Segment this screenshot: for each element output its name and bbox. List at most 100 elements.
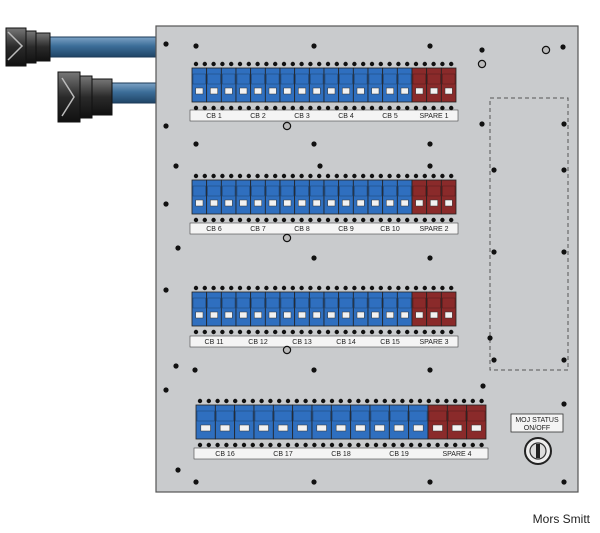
- breaker-pole[interactable]: [294, 179, 310, 215]
- breaker-pole[interactable]: [292, 404, 313, 440]
- breaker-pole[interactable]: [367, 67, 384, 103]
- panel-screw: [163, 41, 169, 47]
- breaker-pole[interactable]: [191, 291, 208, 327]
- breaker-pole[interactable]: [214, 404, 236, 440]
- breaker-pole[interactable]: [250, 179, 266, 215]
- label-strip: [189, 222, 459, 235]
- rail-screw: [285, 398, 291, 404]
- panel-screw: [175, 467, 181, 473]
- rail-screw: [290, 217, 295, 223]
- rail-screw: [382, 442, 387, 448]
- spare-breaker-pole[interactable]: [426, 179, 442, 215]
- breaker-pole[interactable]: [250, 291, 266, 327]
- rail-screw: [250, 398, 255, 404]
- breaker-pole[interactable]: [408, 404, 429, 440]
- rail-screw: [352, 105, 357, 111]
- breaker-pole[interactable]: [323, 67, 340, 103]
- breaker-pole[interactable]: [338, 179, 354, 215]
- breaker-pole[interactable]: [253, 404, 274, 440]
- breaker-pole[interactable]: [235, 291, 252, 327]
- breaker-pole[interactable]: [308, 67, 325, 103]
- breaker-pole[interactable]: [294, 67, 310, 103]
- breaker-pole[interactable]: [308, 179, 325, 215]
- breaker-pole[interactable]: [369, 404, 390, 440]
- breaker-pole[interactable]: [382, 67, 398, 103]
- rail-screw: [422, 217, 427, 223]
- rail-screw: [246, 329, 251, 335]
- panel-screw: [561, 249, 567, 255]
- breaker-pole[interactable]: [195, 404, 216, 440]
- spare-breaker-pole[interactable]: [440, 67, 457, 103]
- status-switch[interactable]: MOJ STATUS ON/OFF: [510, 413, 564, 465]
- breaker-pole[interactable]: [279, 67, 296, 103]
- spare-breaker-pole[interactable]: [426, 291, 442, 327]
- breaker-pole[interactable]: [220, 291, 237, 327]
- rail-screw: [299, 285, 304, 291]
- breaker-pole[interactable]: [388, 404, 410, 440]
- rail-screw: [449, 285, 454, 291]
- spare-breaker-pole[interactable]: [440, 179, 457, 215]
- breaker-pole[interactable]: [191, 179, 208, 215]
- breaker-pole[interactable]: [279, 291, 296, 327]
- panel-screw: [427, 163, 433, 169]
- spare-breaker-pole[interactable]: [426, 67, 442, 103]
- breaker-pole[interactable]: [272, 404, 294, 440]
- breaker-pole[interactable]: [234, 404, 255, 440]
- panel-screw: [427, 43, 433, 49]
- rail-screw: [246, 173, 251, 179]
- breaker-pole[interactable]: [396, 179, 413, 215]
- rail-screw: [273, 173, 278, 179]
- rail-screw: [237, 105, 243, 111]
- panel-screw: [173, 163, 179, 169]
- spare-breaker-pole[interactable]: [411, 291, 428, 327]
- breaker-pole[interactable]: [191, 67, 208, 103]
- breaker-pole[interactable]: [220, 67, 237, 103]
- breaker-pole[interactable]: [323, 179, 340, 215]
- rail-screw: [237, 61, 243, 67]
- breaker-pole[interactable]: [311, 404, 332, 440]
- rail-screw: [338, 398, 343, 404]
- breaker-pole[interactable]: [382, 291, 398, 327]
- breaker-pole[interactable]: [352, 179, 369, 215]
- rail-screw: [281, 173, 287, 179]
- breaker-pole[interactable]: [279, 179, 296, 215]
- breaker-pole[interactable]: [367, 291, 384, 327]
- breaker-pole[interactable]: [323, 291, 340, 327]
- breaker-pole[interactable]: [294, 291, 310, 327]
- rail-screw: [325, 285, 331, 291]
- breaker-pole[interactable]: [396, 291, 413, 327]
- breaker-label: CB 13: [292, 339, 312, 346]
- spare-breaker-pole[interactable]: [427, 404, 448, 440]
- breaker-pole[interactable]: [352, 67, 369, 103]
- spare-breaker-pole[interactable]: [440, 291, 457, 327]
- breaker-pole[interactable]: [206, 291, 222, 327]
- breaker-pole[interactable]: [264, 291, 281, 327]
- breaker-pole[interactable]: [250, 67, 266, 103]
- breaker-pole[interactable]: [338, 291, 354, 327]
- spare-breaker-pole[interactable]: [446, 404, 468, 440]
- rail-screw: [290, 105, 295, 111]
- breaker-pole[interactable]: [264, 67, 281, 103]
- breaker-pole[interactable]: [206, 67, 222, 103]
- breaker-pole[interactable]: [352, 291, 369, 327]
- breaker-pole[interactable]: [350, 404, 371, 440]
- breaker-pole[interactable]: [264, 179, 281, 215]
- spare-breaker-pole[interactable]: [411, 67, 428, 103]
- breaker-pole[interactable]: [235, 179, 252, 215]
- breaker-pole[interactable]: [330, 404, 352, 440]
- breaker-pole[interactable]: [367, 179, 384, 215]
- spare-breaker-pole[interactable]: [466, 404, 487, 440]
- rail-screw: [343, 285, 348, 291]
- spare-breaker-pole[interactable]: [411, 179, 428, 215]
- breaker-pole[interactable]: [338, 67, 354, 103]
- breaker-pole[interactable]: [308, 291, 325, 327]
- breaker-pole[interactable]: [382, 179, 398, 215]
- breaker-pole[interactable]: [220, 179, 237, 215]
- breaker-pole[interactable]: [206, 179, 222, 215]
- rail-screw: [387, 105, 392, 111]
- rail-screw: [229, 329, 234, 335]
- breaker-pole[interactable]: [235, 67, 252, 103]
- breaker-label: CB 5: [382, 113, 398, 120]
- breaker-pole[interactable]: [396, 67, 413, 103]
